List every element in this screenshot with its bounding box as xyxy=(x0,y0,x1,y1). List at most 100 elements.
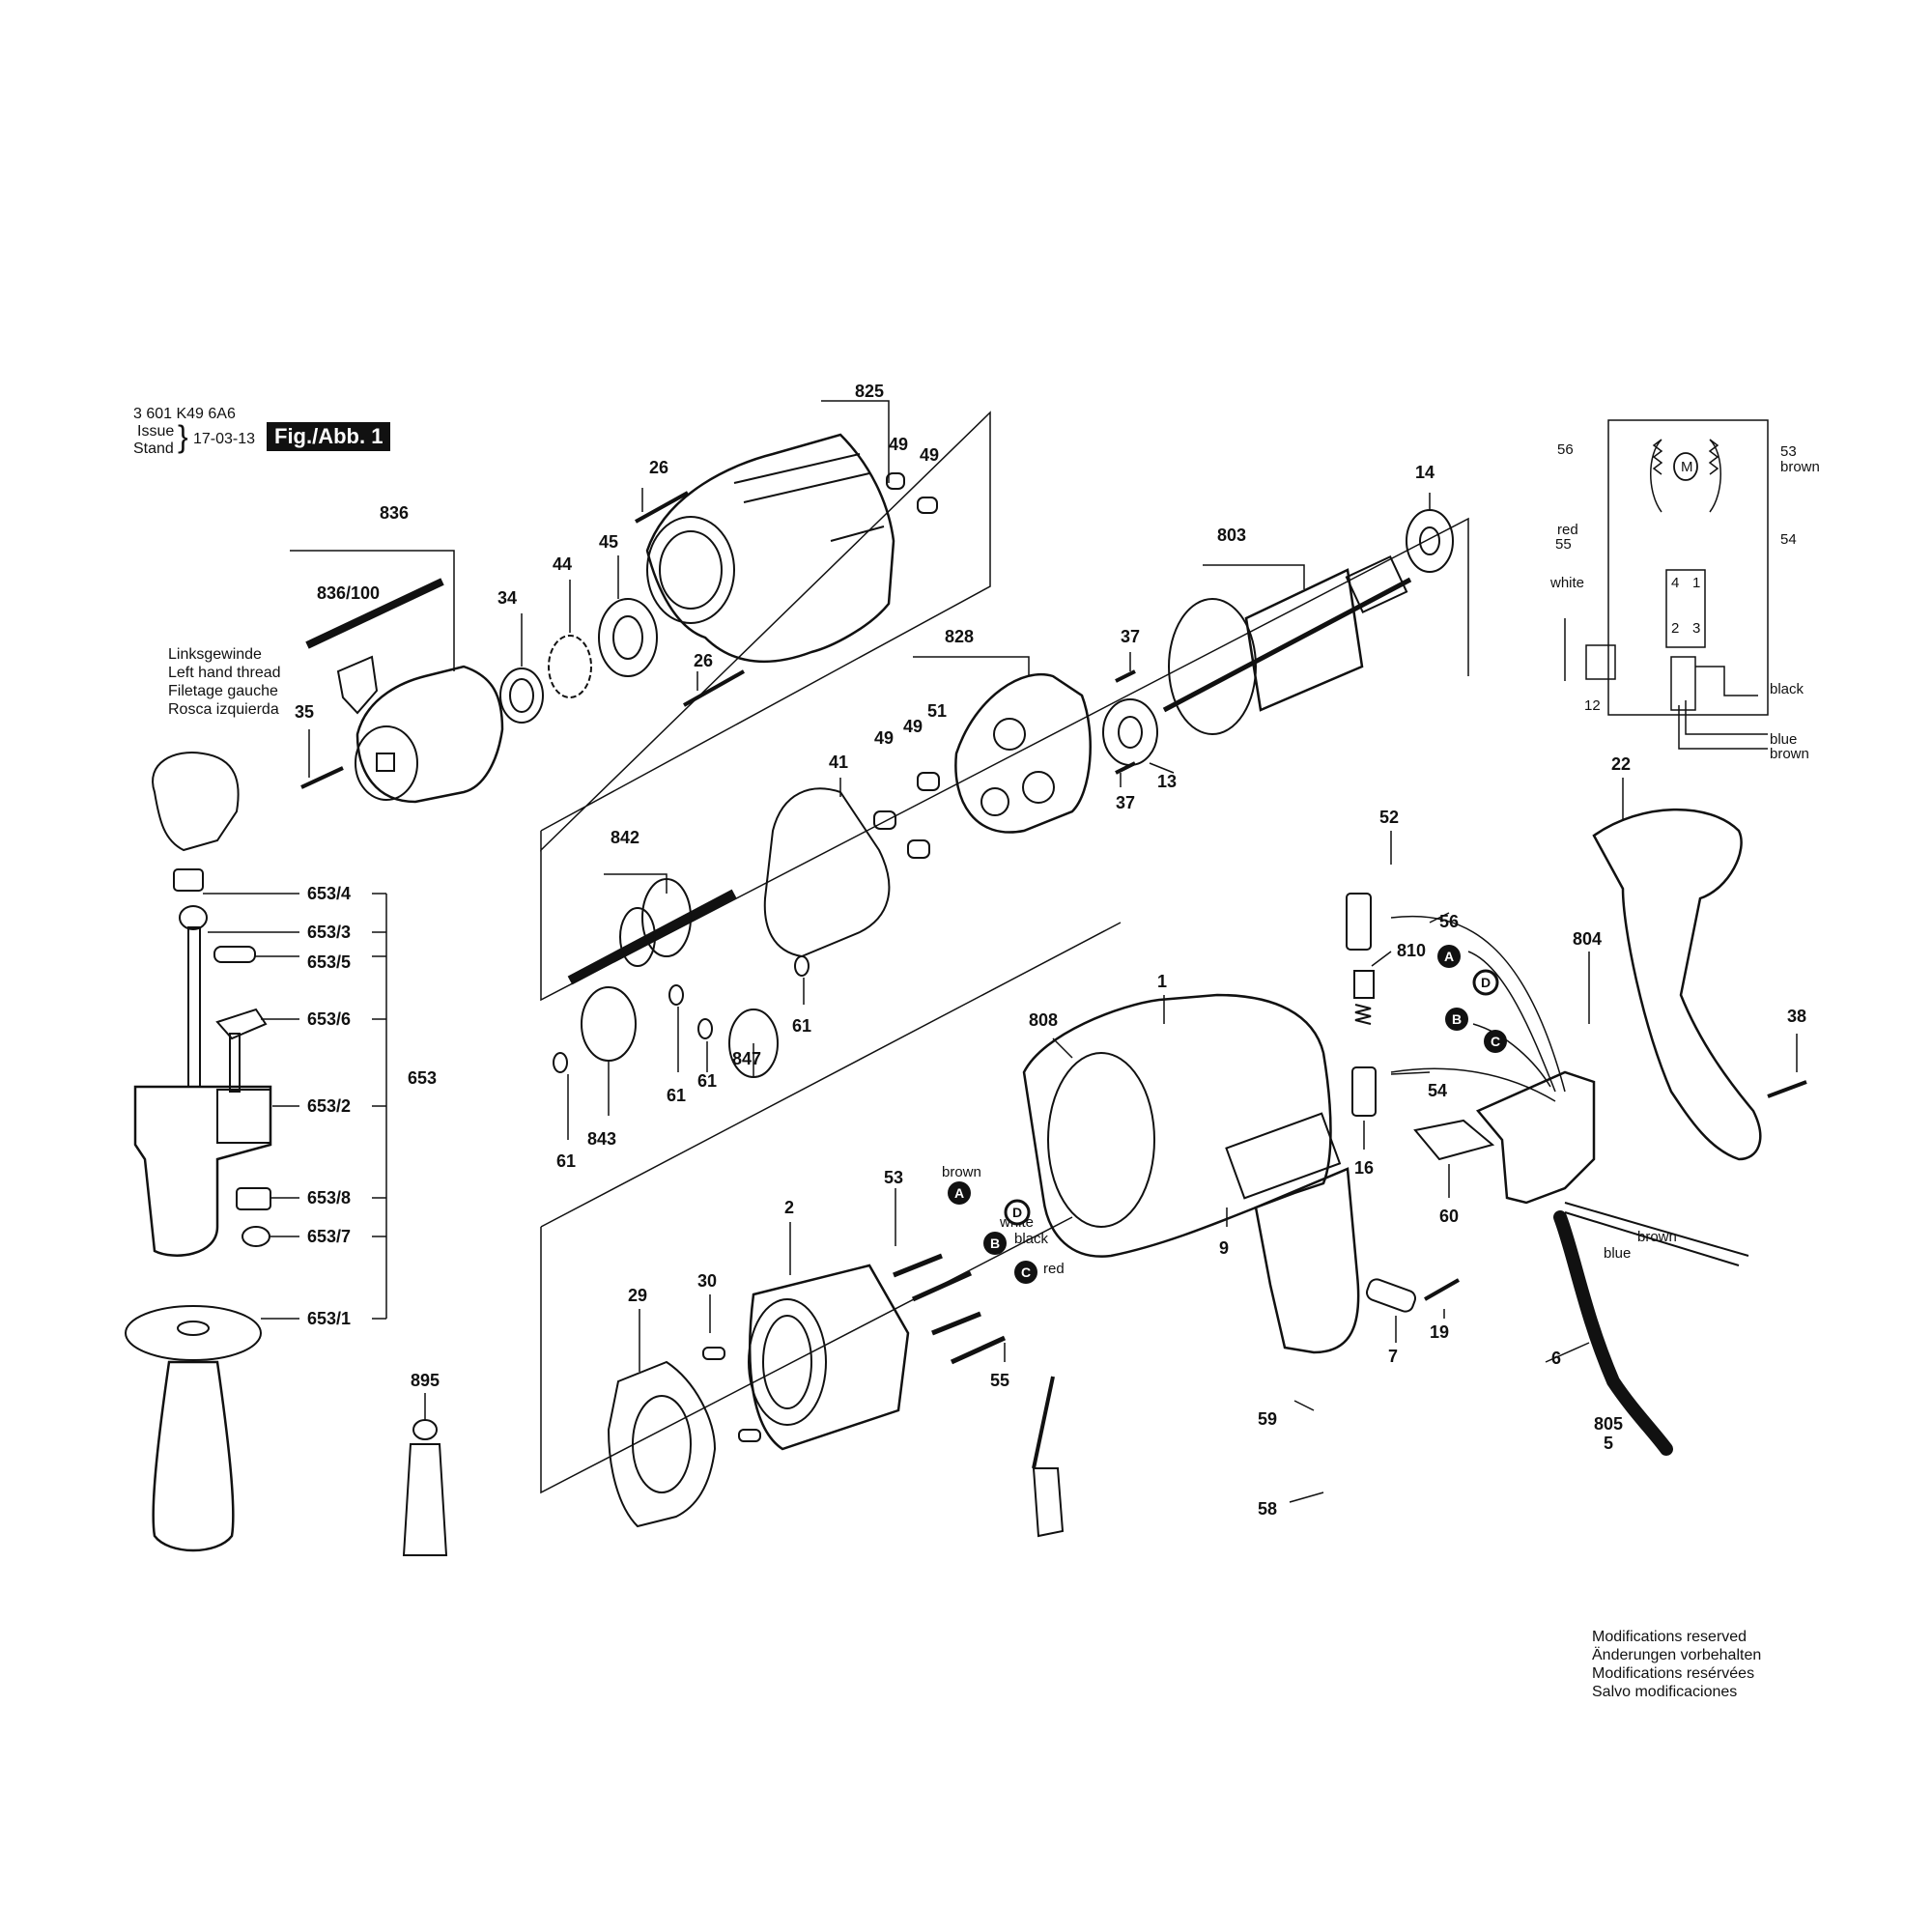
schematic-wire-black xyxy=(1695,666,1758,696)
aux-handle-grip xyxy=(152,1360,235,1552)
label-847: 847 xyxy=(732,1049,761,1068)
drill-chuck xyxy=(355,665,504,804)
schematic-label-white: white xyxy=(1549,575,1584,591)
air-guide-ring-bore xyxy=(632,1395,692,1493)
clamp-block xyxy=(216,1089,271,1144)
label-44: 44 xyxy=(553,554,572,574)
motor-housing xyxy=(1022,993,1332,1258)
label-653-2: 653/2 xyxy=(307,1096,351,1116)
square-nut xyxy=(236,1187,271,1210)
brush-spring xyxy=(1354,1004,1372,1025)
screw-38 xyxy=(1767,1080,1807,1098)
bearing-plate-bore-a xyxy=(993,718,1026,751)
label-653-5: 653/5 xyxy=(307,952,351,972)
stator-connector-badges: A D B C xyxy=(948,1181,1037,1284)
label-653-7: 653/7 xyxy=(307,1227,351,1246)
label-825: 825 xyxy=(855,382,884,401)
schematic-label-56: 56 xyxy=(1557,441,1574,458)
thread-note-de: Linksgewinde xyxy=(168,646,262,663)
label-653-8: 653/8 xyxy=(307,1188,351,1208)
schematic-switch-4: 4 xyxy=(1671,575,1679,591)
gear-housing xyxy=(645,433,895,664)
air-guide-ring xyxy=(607,1360,717,1528)
spindle-gear-2 xyxy=(619,907,656,967)
modifications-note: Modifications reserved Änderungen vorbeh… xyxy=(1592,1628,1761,1701)
label-828: 828 xyxy=(945,627,974,646)
label-805: 805 xyxy=(1594,1414,1623,1434)
leader-825 xyxy=(821,400,890,483)
label-49b: 49 xyxy=(920,445,939,465)
carbon-brush xyxy=(1353,970,1375,999)
bearing-14 xyxy=(1406,509,1454,573)
bearing-14-inner xyxy=(1419,526,1440,555)
schematic-label-red: red xyxy=(1557,522,1578,538)
part-labels: 825 49 49 26 26 836 836/100 34 44 45 35 … xyxy=(295,382,1806,1519)
middle-panel-outline xyxy=(540,517,1469,1002)
washer-61b xyxy=(668,984,684,1006)
wire-label-black: black xyxy=(1014,1231,1049,1247)
schematic-label-53: 53 xyxy=(1780,443,1797,460)
label-49a: 49 xyxy=(889,435,908,454)
wire-color-labels: brown white black red blue brown xyxy=(942,1164,1677,1277)
label-59: 59 xyxy=(1258,1409,1277,1429)
label-30: 30 xyxy=(697,1271,717,1291)
label-37b: 37 xyxy=(1116,793,1135,812)
bearing-45 xyxy=(598,598,658,677)
gear-843 xyxy=(581,986,637,1062)
label-842: 842 xyxy=(611,828,639,847)
label-836: 836 xyxy=(380,503,409,523)
handle-clamp xyxy=(133,1085,272,1257)
issue-date: 17-03-13 xyxy=(193,431,256,447)
label-49d: 49 xyxy=(903,717,923,736)
modifications-en: Modifications reserved xyxy=(1592,1629,1747,1645)
label-58: 58 xyxy=(1258,1499,1277,1519)
label-52: 52 xyxy=(1379,808,1399,827)
document-number: 3 601 K49 6A6 xyxy=(133,406,236,422)
terminal-53b xyxy=(911,1270,973,1302)
schematic-wire-brown xyxy=(1678,705,1768,750)
chuck-key-handle xyxy=(305,578,444,649)
screw-59 xyxy=(1032,1376,1055,1469)
label-653-6: 653/6 xyxy=(307,1009,351,1029)
housing-bore-inner xyxy=(659,530,723,610)
schematic-field-coil-left xyxy=(1650,439,1663,513)
screw-19 xyxy=(1424,1278,1460,1301)
label-14: 14 xyxy=(1415,463,1435,482)
badge-c xyxy=(1014,1261,1037,1284)
housing-grip xyxy=(1254,1167,1360,1354)
brace-glyph: } xyxy=(178,419,188,454)
label-6: 6 xyxy=(1551,1349,1561,1368)
modifications-es: Salvo modificaciones xyxy=(1592,1684,1738,1700)
brush-holder-upper xyxy=(1346,893,1372,951)
label-54: 54 xyxy=(1428,1081,1447,1100)
label-19: 19 xyxy=(1430,1322,1449,1342)
cable-wire-a xyxy=(1564,1202,1749,1257)
power-cable xyxy=(1553,1210,1673,1456)
label-55: 55 xyxy=(990,1371,1009,1390)
bearing-13 xyxy=(1102,698,1158,766)
terminal-53a xyxy=(893,1253,943,1278)
schematic-wire-blue xyxy=(1685,700,1768,735)
badge-a2-text: A xyxy=(1444,949,1454,964)
schematic-switch-2: 2 xyxy=(1671,620,1679,637)
hex-nut xyxy=(242,1226,270,1247)
schematic-motor-m: M xyxy=(1681,459,1693,475)
label-29: 29 xyxy=(628,1286,647,1305)
label-1: 1 xyxy=(1157,972,1167,991)
knob-58 xyxy=(1032,1467,1065,1538)
label-653-4: 653/4 xyxy=(307,884,351,903)
label-26a: 26 xyxy=(649,458,668,477)
switch-connector-badges: A D B C xyxy=(1437,945,1507,1053)
label-16: 16 xyxy=(1354,1158,1374,1178)
lower-panel-outline xyxy=(540,1216,1073,1494)
schematic-label-black: black xyxy=(1770,681,1804,697)
thread-note-en: Left hand thread xyxy=(168,665,281,681)
washer-61c xyxy=(697,1018,713,1039)
label-895: 895 xyxy=(411,1371,440,1390)
cable-label-blue: blue xyxy=(1604,1245,1631,1262)
label-9: 9 xyxy=(1219,1238,1229,1258)
label-56: 56 xyxy=(1439,912,1459,931)
screw-26a xyxy=(635,491,689,524)
wing-screw-shaft xyxy=(229,1033,241,1093)
thread-note-es: Rosca izquierda xyxy=(168,701,279,718)
